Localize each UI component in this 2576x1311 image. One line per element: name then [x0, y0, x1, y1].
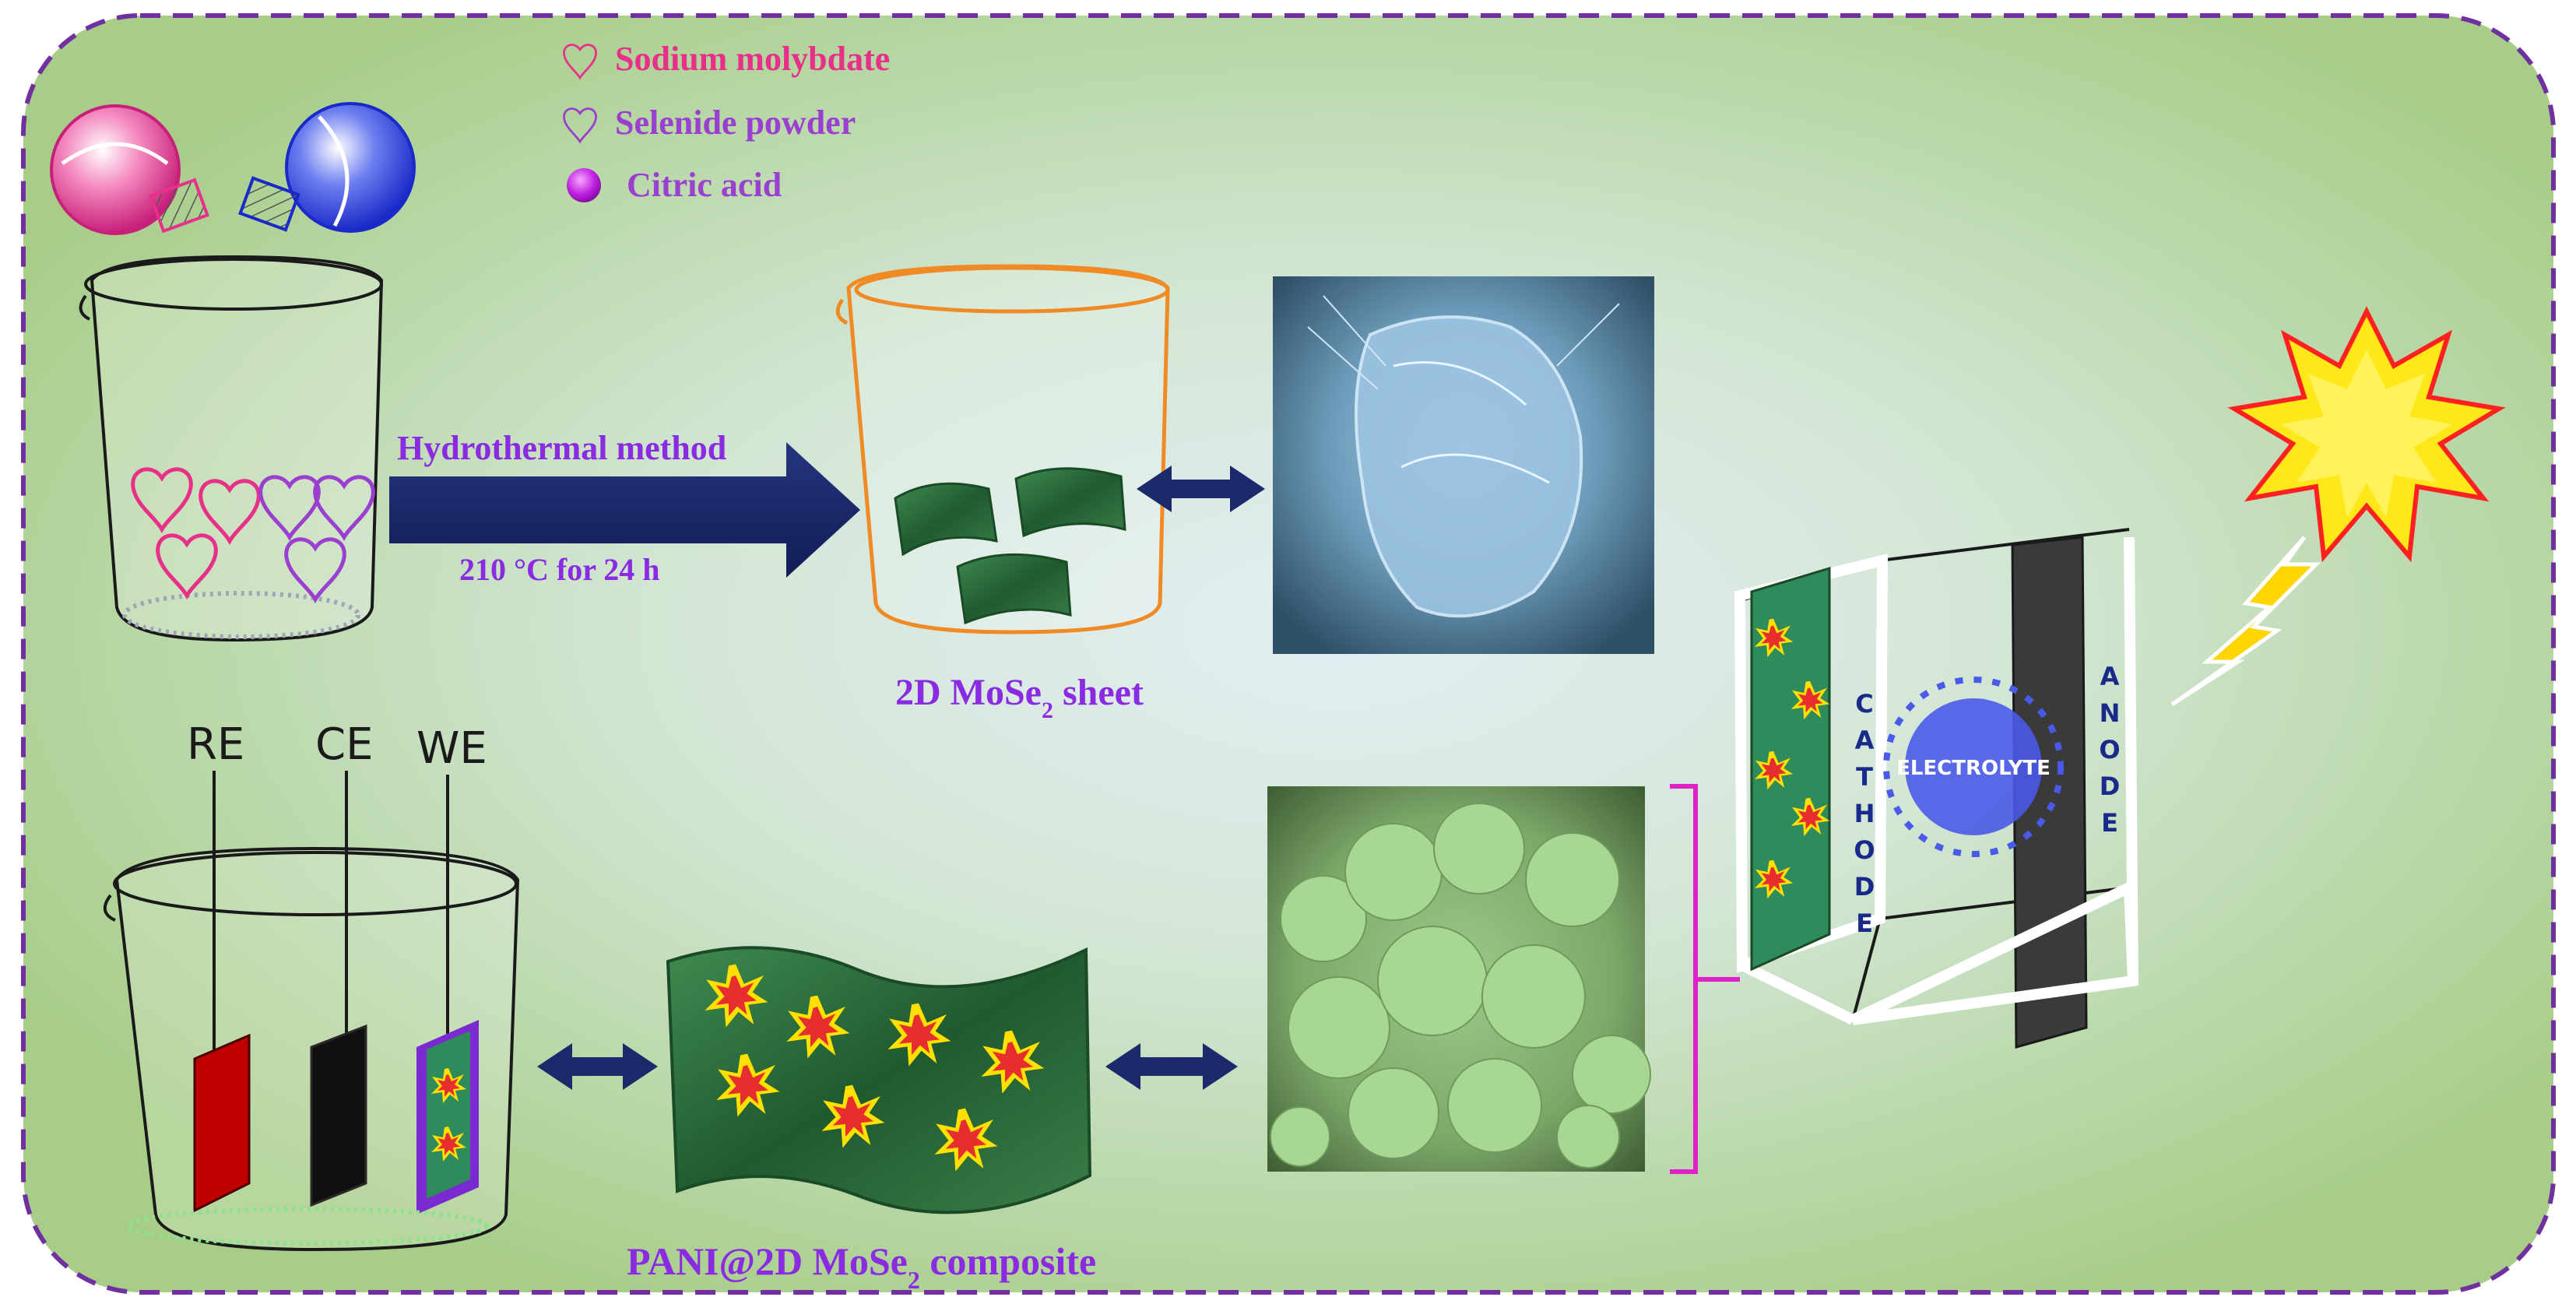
electrochemical-cell: RE CE WE — [103, 719, 520, 1252]
double-arrow-bottom-right — [1105, 1043, 1238, 1090]
electrolyte-icon: ELECTROLYTE — [1883, 677, 2064, 857]
lightning-icon — [2170, 536, 2321, 707]
sem-image-mose2 — [1273, 276, 1654, 654]
cathode-label: C A T H O D E — [1854, 689, 1875, 938]
blue-spoon-icon — [238, 102, 416, 233]
energy-burst-icon — [2227, 306, 2506, 563]
legend-selenide-powder: Selenide powder — [615, 104, 856, 142]
hydrothermal-method-label: Hydrothermal method — [397, 429, 726, 467]
double-arrow-top — [1137, 466, 1265, 512]
svg-text:D: D — [1854, 872, 1875, 902]
ce-label: CE — [315, 719, 373, 770]
pink-spoon-icon — [50, 104, 209, 235]
mose2-sheet-1 — [894, 482, 998, 557]
svg-text:O: O — [2099, 735, 2120, 764]
composite-label: PANI@2D MoSe2 composite — [627, 1239, 1096, 1294]
legend-sodium-molybdate: Sodium molybdate — [615, 40, 890, 78]
double-arrow-bottom-left — [537, 1043, 658, 1090]
supercapacitor-device: ELECTROLYTE C A T H O D E A N O D E — [1734, 528, 2139, 1049]
svg-text:H: H — [1854, 799, 1875, 828]
svg-text:O: O — [1854, 835, 1875, 865]
svg-text:D: D — [2100, 771, 2121, 801]
sem-image-composite — [1267, 786, 1651, 1172]
svg-text:E: E — [1856, 909, 1873, 938]
legend: Sodium molybdate Selenide powder Citric … — [563, 40, 890, 204]
anode-label: A N O D E — [2099, 662, 2120, 838]
svg-text:E: E — [2101, 808, 2118, 838]
mose2-beaker — [835, 264, 1170, 634]
pani-mose2-composite-sheet — [666, 946, 1092, 1214]
cathode-plate — [1750, 566, 1831, 972]
svg-text:N: N — [2100, 698, 2121, 728]
citric-acid-icon — [567, 168, 601, 202]
mose2-sheet-label: 2D MoSe2 sheet — [895, 672, 1144, 723]
electrolyte-label: ELECTROLYTE — [1896, 757, 2051, 780]
we-label: WE — [416, 723, 487, 774]
counter-electrode — [310, 1024, 367, 1207]
mose2-sheet-2 — [1014, 467, 1126, 538]
hydrothermal-arrow: Hydrothermal method 210 °C for 24 h — [389, 429, 860, 587]
working-electrode — [416, 1020, 479, 1214]
legend-citric-acid: Citric acid — [627, 166, 782, 204]
reference-electrode — [193, 1033, 251, 1213]
svg-text:T: T — [1856, 762, 1873, 792]
mose2-sheet-3 — [956, 553, 1072, 625]
re-label: RE — [187, 719, 244, 770]
svg-text:A: A — [2100, 662, 2120, 691]
bracket — [1670, 784, 1740, 1174]
temperature-time-label: 210 °C for 24 h — [459, 552, 659, 587]
svg-text:A: A — [1855, 726, 1875, 755]
precursor-beaker — [79, 255, 384, 642]
svg-text:C: C — [1855, 689, 1873, 719]
